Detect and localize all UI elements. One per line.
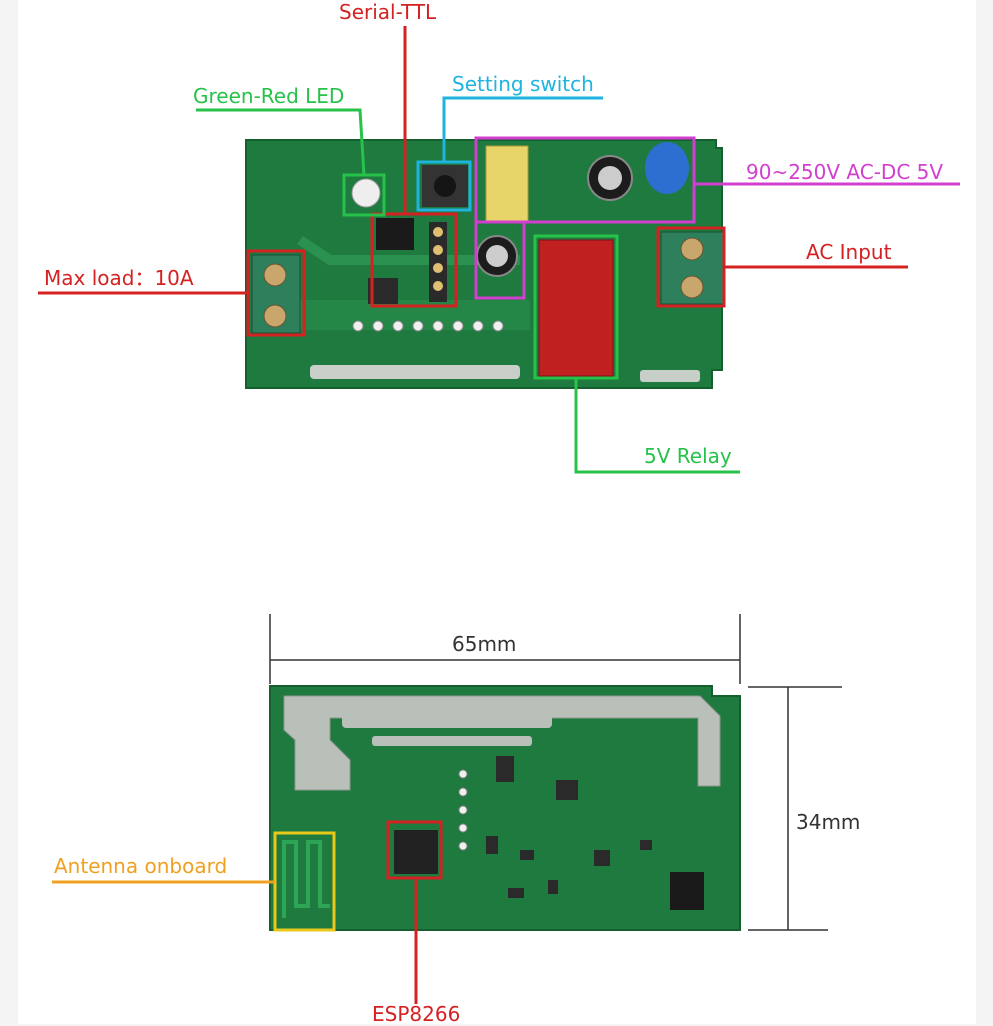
bottom-board <box>269 685 741 931</box>
dimension-lines <box>269 614 842 931</box>
power-supply-label: 90~250V AC-DC 5V <box>746 160 944 184</box>
serial-ic-chip <box>376 218 414 250</box>
led-leader <box>196 108 366 176</box>
relay-label: 5V Relay <box>644 444 732 468</box>
esp8266-chip <box>394 830 438 874</box>
power-supply-box <box>474 136 696 224</box>
callouts-top <box>38 26 960 474</box>
serial-ttl-label: Serial-TTL <box>339 0 437 24</box>
bottom-board-solder-trace <box>342 714 552 728</box>
capacitor-top <box>598 166 622 190</box>
terminal-screw <box>263 304 287 328</box>
setting-switch-leader <box>442 96 603 162</box>
ac-input-label: AC Input <box>806 240 892 264</box>
through-hole-row <box>352 320 504 332</box>
antenna-label: Antenna onboard <box>54 854 228 878</box>
terminal-screw <box>263 263 287 287</box>
u1-chip <box>670 872 704 910</box>
top-board-slot <box>310 365 520 379</box>
filter-capacitor <box>645 142 689 194</box>
led-component <box>351 178 381 208</box>
height-dimension-label: 34mm <box>796 810 861 834</box>
header-pins <box>429 222 447 302</box>
top-board <box>245 139 724 389</box>
relay-component <box>538 239 614 377</box>
width-dimension-label: 65mm <box>452 632 517 656</box>
transformer <box>485 145 529 223</box>
setting-switch-label: Setting switch <box>452 72 594 96</box>
bottom-board-solder-trace <box>372 736 532 746</box>
setting-switch-button <box>434 175 456 197</box>
capacitor-top <box>486 245 508 267</box>
top-board-slot <box>640 370 700 382</box>
relay-leader <box>574 378 740 474</box>
esp8266-label: ESP8266 <box>372 1002 461 1026</box>
serial-ttl-box <box>370 212 458 308</box>
terminal-screw <box>680 275 704 299</box>
smd-components <box>486 756 652 898</box>
green-red-led-label: Green-Red LED <box>193 84 345 108</box>
terminal-screw <box>680 237 704 261</box>
via-column <box>458 769 468 851</box>
callouts-bottom <box>52 820 443 1004</box>
max-load-label: Max load：10A <box>44 266 194 290</box>
power-supply-box-ext <box>474 220 526 300</box>
antenna-trace <box>282 840 330 918</box>
